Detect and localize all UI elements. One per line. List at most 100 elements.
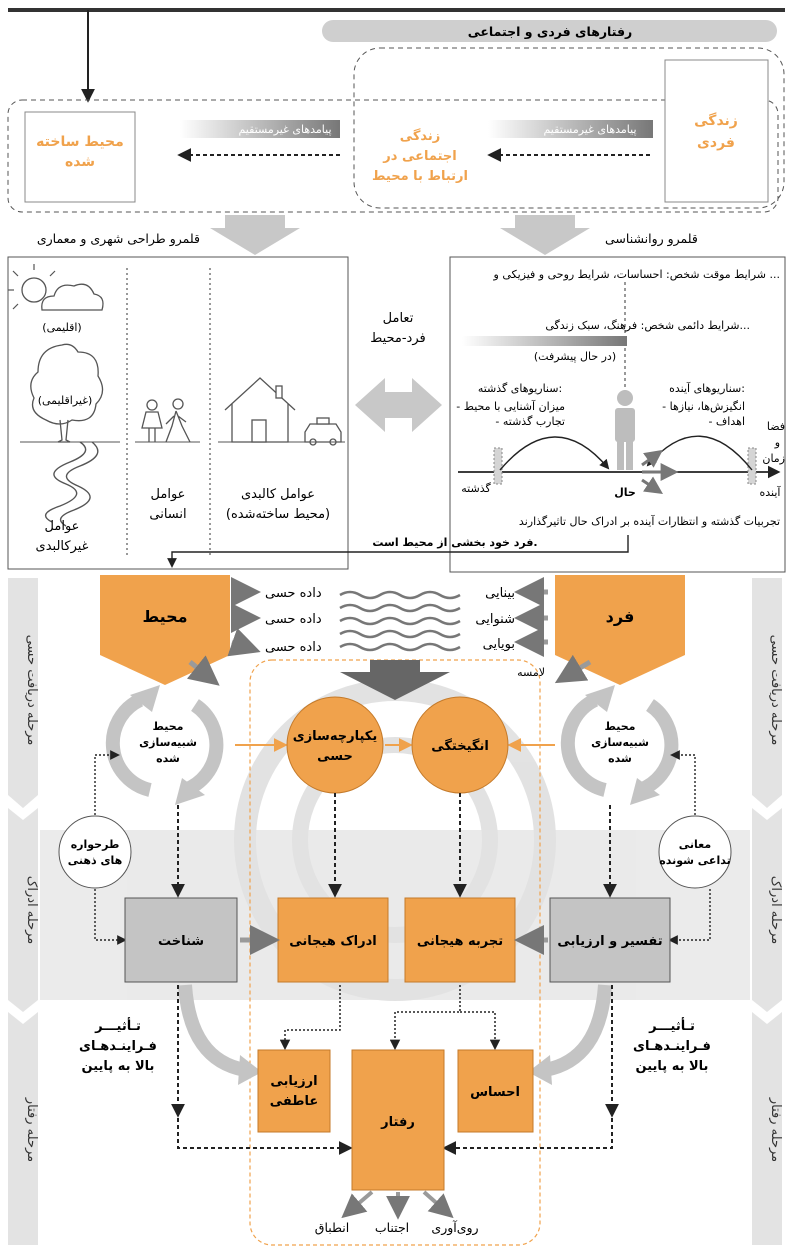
behavior-box (351, 1049, 445, 1191)
sensory-waves (339, 590, 461, 652)
interpretation-box (549, 897, 671, 983)
physical-line2: (محیط ساخته‌شده) (226, 507, 330, 522)
progress-gradient-bar (462, 336, 627, 346)
temp-conditions-label: شرایط موقت شخص: احساسات، شرایط روحی و فی… (493, 268, 780, 281)
stage-perception-left: مرحله ادراک (24, 876, 39, 945)
sensory-data-3: داده حسی (265, 640, 322, 655)
road-icon (44, 441, 87, 523)
experience-note: تجربیات گذشته و انتظارات آینده بر ادراک … (519, 514, 780, 528)
dotted-loops (94, 750, 711, 945)
simulated-right-2: شبیه‌سازی (591, 736, 649, 749)
mental-schemas-line1: طرحواره (71, 838, 120, 851)
inner-dashed-frame (353, 47, 785, 209)
topdown-left-3: بالا به پایین (82, 1059, 155, 1074)
past-item-2: - تجارب گذشته (495, 415, 565, 428)
future-item-1: - انگیزش‌ها، نیازها (662, 400, 745, 413)
past-label: گذشته (461, 482, 491, 495)
emotional-perception-label: ادراک هیجانی (289, 934, 377, 949)
social-life-line1: زندگی (400, 128, 441, 144)
stage-sensory-right: مرحله دریافت حسی (768, 635, 783, 746)
outcome-arrows (341, 1190, 454, 1220)
feeling-box (457, 1049, 534, 1133)
feedback-arrow (167, 535, 629, 568)
outcome-avoidance: اجتناب (375, 1220, 409, 1235)
topdown-right-3: بالا به پایین (636, 1059, 709, 1074)
indirect-bar-1 (180, 120, 340, 138)
present-label: حال (614, 486, 636, 499)
space-label: فضا (767, 420, 785, 433)
house-icon (224, 377, 296, 443)
simulated-right-3: شده (608, 752, 632, 765)
sense-touch: لامسه (517, 666, 545, 679)
banner (322, 20, 777, 42)
left-domain-label: قلمرو طراحی شهری و معماری (37, 231, 200, 247)
physical-line1: عوامل کالبدی (241, 487, 315, 502)
stage-behavior-right: مرحله رفتار (768, 1097, 783, 1162)
indirect-label-1: پیامدهای غیرمستقیم (238, 123, 331, 136)
topdown-left-1: تـأثیـــر (94, 1017, 141, 1034)
sun-cloud-icon (8, 264, 104, 311)
individual-life-line2: فردی (697, 135, 735, 151)
and-label: و (774, 436, 780, 449)
simulated-left-1: محیط (152, 720, 183, 733)
past-marker (493, 447, 503, 485)
behavior-connectors (279, 985, 501, 1051)
sensory-integration-line2: حسی (317, 749, 353, 764)
cognition-label: شناخت (158, 934, 204, 949)
present-arrows (641, 449, 679, 494)
stage-perception-right: مرحله ادراک (768, 876, 783, 945)
built-environment-box (24, 111, 136, 203)
nonphysical-line1: عوامل (45, 519, 80, 534)
environment-shape (100, 575, 230, 685)
built-env-line1: محیط ساخته (36, 134, 124, 150)
topdown-right-1: تـأثیـــر (648, 1017, 695, 1034)
individual-life-box (664, 59, 769, 203)
simulated-left-3: شده (156, 752, 180, 765)
in-progress-label: (در حال پیشرفت) (534, 350, 616, 363)
sense-smell: بویایی (483, 637, 515, 652)
individual-life-line1: زندگی (694, 112, 738, 129)
down-arrow-left (210, 215, 300, 255)
past-item-1: - میزان آشنایی با محیط (456, 399, 565, 413)
sensory-integration-line1: یکپارچه‌سازی (293, 729, 377, 744)
outcome-approach: روی‌آوری (431, 1220, 478, 1236)
person-figure-icon (615, 390, 635, 470)
right-domain-label: قلمرو روانشناسی (605, 231, 698, 247)
affective-eval-box (257, 1049, 331, 1133)
dashed-down-arrows (171, 793, 617, 898)
interaction-line2: فرد-محیط (370, 331, 426, 346)
interaction-double-arrow (355, 378, 442, 432)
human-line1: عوامل (151, 487, 186, 502)
mental-schemas-line2: های ذهنی (68, 854, 123, 867)
nonphysical-line2: غیرکالبدی (36, 539, 89, 554)
dashed-to-behavior (171, 985, 619, 1155)
cognition-box (124, 897, 238, 983)
nonclimatic-label: (غیراقلیمی) (38, 394, 93, 407)
affective-eval-line1: ارزیابی (270, 1074, 317, 1089)
indirect-label-2: پیامدهای غیرمستقیم (543, 123, 636, 136)
person-label: فرد (606, 607, 635, 626)
affective-eval-line2: عاطفی (270, 1094, 319, 1109)
associated-meanings-circle (658, 815, 732, 889)
mental-schemas-circle (58, 815, 132, 889)
behavior-label: رفتار (380, 1115, 415, 1130)
topdown-right-2: فـراینـدهـای (633, 1039, 711, 1054)
topdown-left-2: فـراینـدهـای (79, 1039, 157, 1054)
future-label: آینده (760, 485, 782, 499)
future-item-2: - اهداف (708, 415, 745, 428)
feeling-label: احساس (470, 1085, 520, 1100)
stage-sensory-left: مرحله دریافت حسی (24, 635, 39, 746)
future-scenarios-title: سناریوهای آینده: (669, 381, 745, 395)
sensory-data-2: داده حسی (265, 612, 322, 627)
banner-label: رفتارهای فردی و اجتماعی (468, 24, 633, 39)
curve-left-arrow (178, 984, 247, 1077)
tree-icon (30, 343, 104, 443)
interaction-line1: تعامل (383, 311, 414, 326)
stage-behavior-left: مرحله رفتار (24, 1097, 39, 1162)
wave-down-arrow (340, 660, 450, 700)
past-scenarios-title: سناریوهای گذشته: (478, 382, 562, 395)
associated-meanings-line1: معانی (679, 838, 711, 851)
feedback-label: فرد خود بخشی از محیط است. (372, 536, 537, 549)
time-label: زمان (762, 452, 785, 465)
